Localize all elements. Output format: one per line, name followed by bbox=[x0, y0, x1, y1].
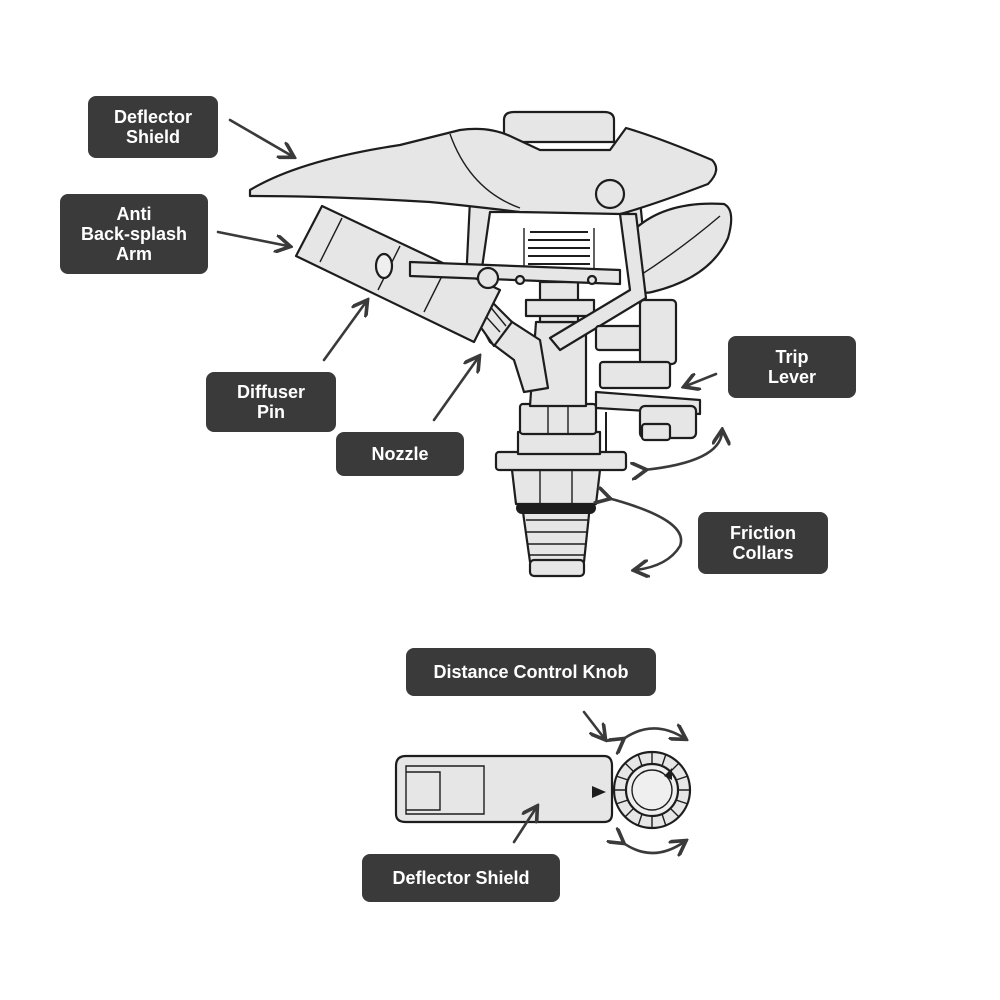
distance-control-knob-label: Distance Control Knob bbox=[406, 648, 656, 696]
bearing-collar bbox=[494, 402, 628, 472]
deflector-shield-detail bbox=[394, 754, 614, 824]
pointer-arrow-icon bbox=[686, 372, 718, 386]
rotation-arrow-icon bbox=[644, 432, 722, 470]
pointer-arrow-icon bbox=[512, 808, 536, 844]
impact-sprinkler-head bbox=[248, 110, 733, 578]
rotation-arrow-icon bbox=[622, 728, 684, 740]
threaded-base bbox=[516, 502, 596, 578]
friction-collars-label: Friction Collars bbox=[698, 512, 828, 574]
center-shaft bbox=[524, 280, 596, 324]
rotation-arrows bbox=[608, 432, 722, 853]
distance-control-knob bbox=[612, 750, 692, 830]
pointer-arrow-icon bbox=[322, 302, 366, 362]
deflector-shield-label: Deflector Shield bbox=[88, 96, 218, 158]
deflector-shield-body bbox=[248, 126, 718, 216]
diffuser-pin-label: Diffuser Pin bbox=[206, 372, 336, 432]
frame-strut bbox=[548, 212, 648, 352]
anti-backsplash-arm-label: Anti Back-splash Arm bbox=[60, 194, 208, 274]
pointer-arrow-icon bbox=[216, 230, 288, 246]
nozzle-label: Nozzle bbox=[336, 432, 464, 476]
deflector-shield-detail-label: Deflector Shield bbox=[362, 854, 560, 902]
rotation-arrow-icon bbox=[622, 842, 684, 853]
top-cap bbox=[502, 110, 616, 144]
hex-nut bbox=[510, 468, 602, 506]
deflector-detail-view bbox=[394, 750, 692, 830]
link-bar bbox=[408, 260, 622, 290]
pointer-arrow-icon bbox=[582, 710, 604, 738]
pointer-arrow-icon bbox=[432, 358, 478, 422]
pointer-arrows bbox=[216, 118, 718, 844]
pointer-arrow-icon bbox=[228, 118, 292, 156]
trip-lever-label: Trip Lever bbox=[728, 336, 856, 398]
rotation-arrow-icon bbox=[608, 498, 683, 570]
trip-lever-mechanism bbox=[594, 298, 702, 452]
